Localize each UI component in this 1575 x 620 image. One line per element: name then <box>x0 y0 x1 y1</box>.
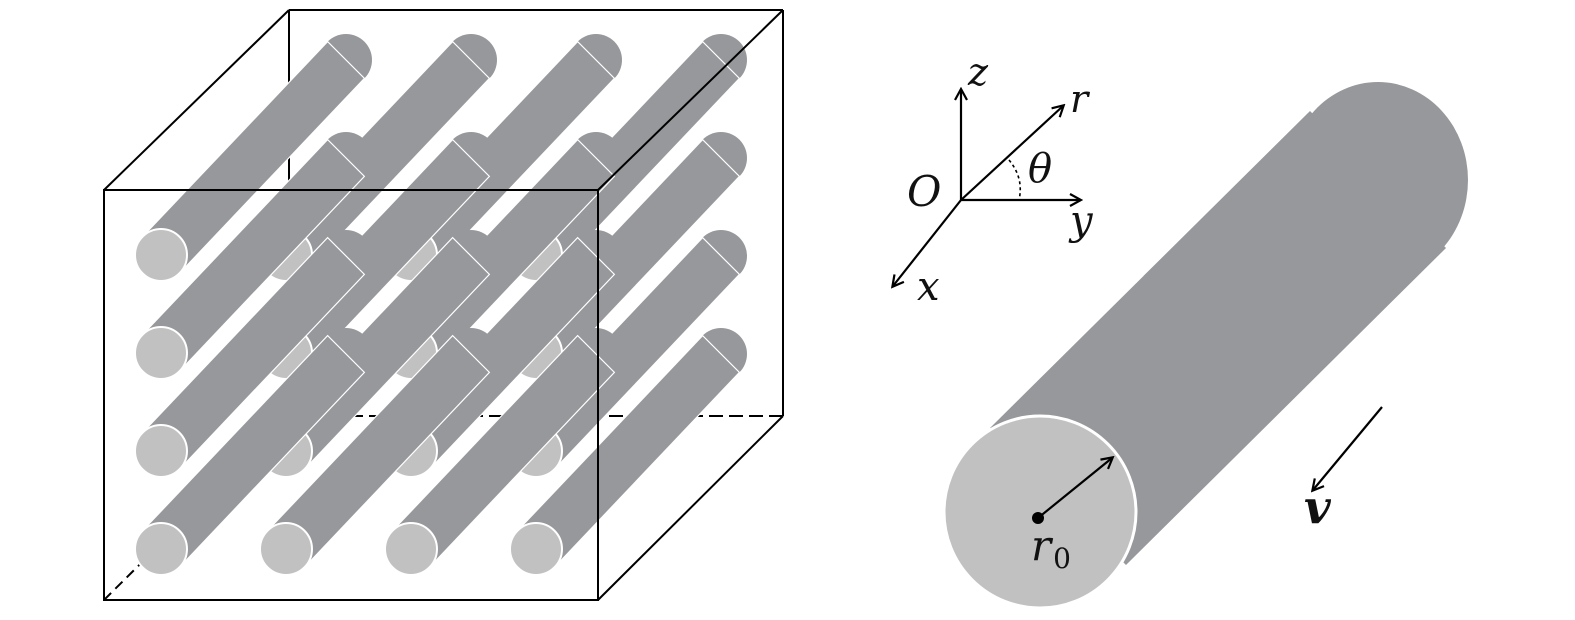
rod <box>134 230 372 478</box>
rod-array-box <box>103 9 784 601</box>
rod <box>134 34 372 282</box>
r-label: r <box>1070 77 1091 121</box>
rod-end-face <box>384 522 438 576</box>
r-axis <box>960 106 1063 201</box>
rod-end-face <box>134 424 188 478</box>
x-label: x <box>917 264 940 310</box>
rod <box>134 132 372 380</box>
single-rod: r0 v <box>942 82 1468 610</box>
origin-label: O <box>907 167 941 216</box>
rod-end-face <box>134 522 188 576</box>
rod-array <box>134 34 747 576</box>
rod <box>509 328 747 576</box>
rod-end-face <box>259 522 313 576</box>
rod <box>259 328 497 576</box>
y-label: y <box>1068 198 1094 244</box>
box-front-edges <box>103 9 784 601</box>
rod-end-face <box>509 522 563 576</box>
single-rod-back-cap <box>1288 82 1468 278</box>
radius-arrow <box>1037 458 1112 519</box>
radius-label-base: r <box>1031 521 1054 570</box>
radius-label: r0 <box>1031 521 1071 575</box>
coordinate-axes <box>893 90 1080 286</box>
theta-arc <box>1008 159 1022 201</box>
rod-end-face <box>134 326 188 380</box>
velocity-arrow <box>1313 406 1383 490</box>
x-axis <box>893 199 962 286</box>
z-label: z <box>967 50 989 94</box>
velocity-label: v <box>1304 480 1332 534</box>
radius-label-subscript: 0 <box>1053 542 1071 575</box>
rod <box>134 328 372 576</box>
theta-label: θ <box>1028 146 1052 192</box>
single-rod-front-face <box>942 414 1138 610</box>
rod-end-face <box>134 228 188 282</box>
rod <box>384 328 622 576</box>
